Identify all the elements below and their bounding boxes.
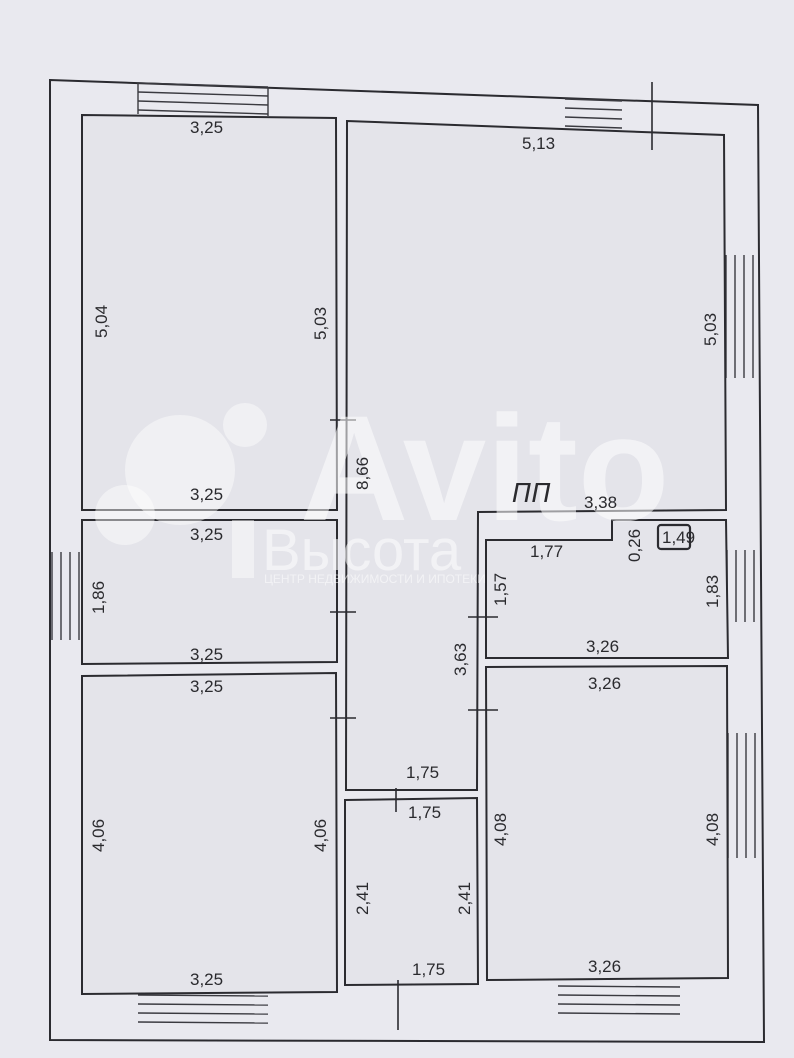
room-small-left: [81, 519, 338, 666]
dim-top-left-right: 5,03: [311, 307, 330, 340]
room-bath: [344, 796, 480, 987]
room-bottom-left: [81, 671, 339, 996]
avito-watermark: Avito: [95, 384, 669, 552]
window-right-upper: [725, 255, 754, 378]
dim-top-left-bottom: 3,25: [190, 485, 223, 504]
agency-watermark: Высота ЦЕНТР НЕДВИЖИМОСТИ И ИПОТЕКИ: [232, 518, 486, 586]
window-bottom-right: [557, 985, 681, 1015]
room-living: [344, 119, 728, 791]
dim-bath-bottom: 1,75: [412, 960, 445, 979]
dim-living-right: 5,03: [701, 313, 720, 346]
watermark-tagline: ЦЕНТР НЕДВИЖИМОСТИ И ИПОТЕКИ: [264, 572, 486, 586]
dim-kitchen-top: 3,38: [584, 493, 617, 512]
window-top-left: [137, 82, 269, 116]
dim-bottom-right-left: 4,08: [491, 813, 510, 846]
dim-corridor-lower: 3,63: [451, 643, 470, 676]
dim-kitchen-left: 1,57: [491, 573, 510, 606]
outer-wall: [49, 78, 766, 1044]
dim-bath-left: 2,41: [353, 882, 372, 915]
dim-small-left-top: 3,25: [190, 525, 223, 544]
dim-living-top: 5,13: [522, 134, 555, 153]
window-left: [51, 552, 80, 640]
nook-box: [656, 523, 692, 551]
dim-kitchen-step-w: 1,77: [530, 542, 563, 561]
watermark-agency: Высота: [262, 518, 462, 583]
dim-kitchen-bottom: 3,26: [586, 637, 619, 656]
window-top-right: [564, 98, 623, 129]
dim-bottom-left-top: 3,25: [190, 677, 223, 696]
dim-corridor-length: 8,66: [353, 457, 372, 490]
dim-small-left-bottom: 3,25: [190, 645, 223, 664]
dim-bottom-right-bottom: 3,26: [588, 957, 621, 976]
dim-kitchen-right: 1,83: [703, 575, 722, 608]
dim-bottom-left-bottom: 3,25: [190, 970, 223, 989]
dim-kitchen-step-h: 0,26: [625, 529, 644, 562]
watermark-brand: Avito: [300, 384, 669, 552]
window-bottom-left: [137, 994, 269, 1024]
handwritten-mark: ПП: [512, 479, 551, 509]
room-top-left: [81, 113, 339, 511]
dim-bottom-right-top: 3,26: [588, 674, 621, 693]
dim-small-left-left: 1,86: [89, 581, 108, 614]
dim-bottom-left-right: 4,06: [311, 819, 330, 852]
dim-kitchen-nook: 1,49: [662, 528, 695, 547]
dim-hall-end-bottom: 1,75: [406, 763, 439, 782]
dim-top-left-top: 3,25: [190, 118, 223, 137]
dim-bath-top: 1,75: [408, 803, 441, 822]
dim-bottom-right-right: 4,08: [703, 813, 722, 846]
dim-top-left-left: 5,04: [92, 305, 111, 338]
dim-bath-right: 2,41: [455, 882, 474, 915]
room-bottom-right: [484, 664, 730, 982]
door-ticks: [330, 82, 653, 1030]
window-right-lower: [727, 733, 756, 858]
room-kitchen-area: [485, 519, 730, 659]
dim-bottom-left-left: 4,06: [89, 819, 108, 852]
window-right-middle: [726, 550, 755, 622]
